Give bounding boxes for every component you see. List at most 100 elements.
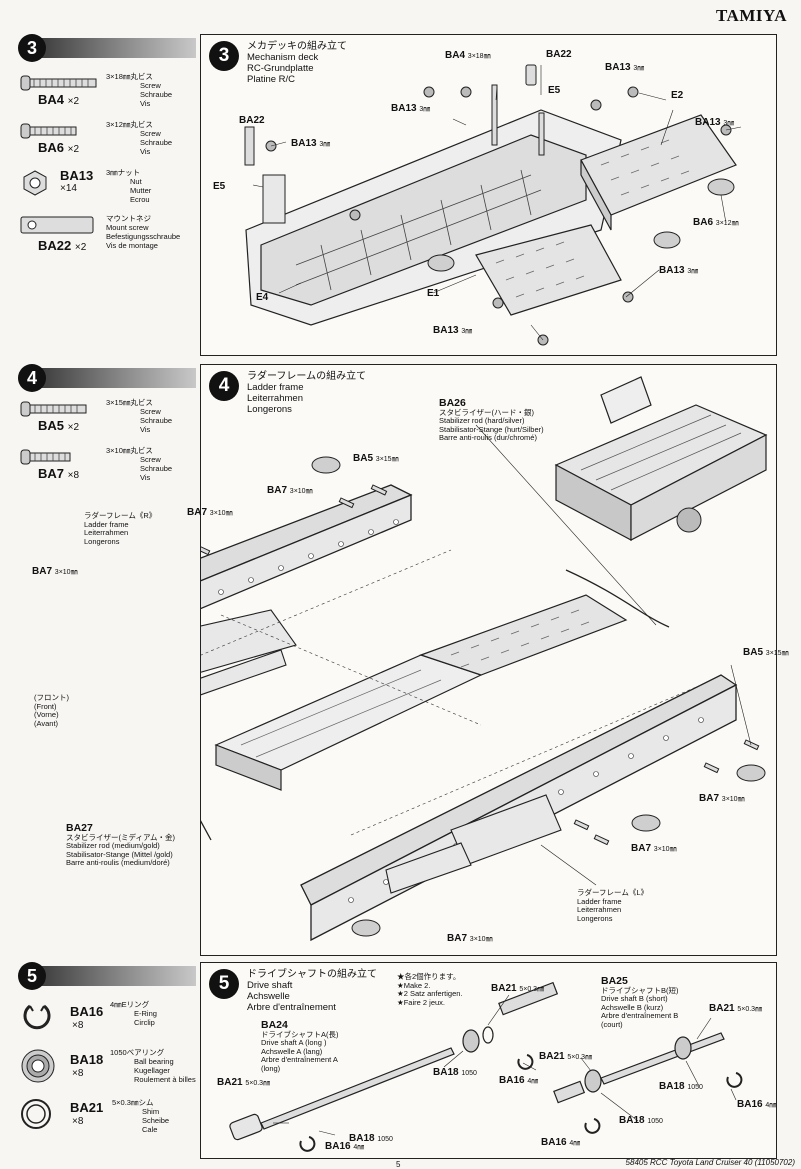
label-ba21-top: BA21 5×0.3㎜	[491, 983, 545, 994]
page-number: 5	[396, 1160, 401, 1169]
label-ba18-d: BA18 1050	[619, 1115, 663, 1126]
panel-title: ラダーフレームの組み立て Ladder frame Leiterrahmen L…	[247, 371, 367, 415]
label-ba13-lower-right: BA13 3㎜	[659, 265, 699, 276]
label-ba7-left: BA7 3×10㎜	[32, 566, 78, 577]
part-ba21: BA21 ×8 5×0.3㎜シム Shim Scheibe Cale	[18, 1096, 208, 1136]
label-ba7-top: BA7 3×10㎜	[267, 485, 313, 496]
step-number: 4	[209, 371, 239, 401]
label-e5-left: E5	[213, 181, 226, 192]
label-ba22-top: BA22	[546, 49, 572, 60]
label-ba7-bottom: BA7 3×10㎜	[447, 933, 493, 944]
sidebar-step-5: 5 BA16 ×8 4㎜Eリング E-Ring Circlip BA18 ×8 …	[18, 962, 198, 1134]
panel-step-3: 3 メカデッキの組み立て Mechanism deck RC-Grundplat…	[200, 34, 777, 356]
part-desc: 3×12㎜丸ビス Screw Schraube Vis	[106, 120, 173, 156]
label-ba22-left: BA22	[239, 115, 265, 126]
part-code: BA4 ×2	[38, 92, 80, 107]
label-ba16-a: BA16 4㎜	[499, 1075, 539, 1086]
step-3-header: 3	[18, 34, 198, 64]
label-ba18-a: BA18 1050	[433, 1067, 477, 1078]
part-code: BA16	[70, 1004, 104, 1019]
label-ba5-right: BA5 3×15㎜	[743, 647, 789, 658]
brand-logo: TAMIYA	[715, 6, 787, 25]
part-qty: ×8	[72, 1116, 84, 1127]
part-qty: ×8	[72, 1068, 84, 1079]
part-desc: 5×0.3㎜シム Shim Scheibe Cale	[112, 1098, 170, 1134]
part-ba4: BA4 ×2 3×18㎜丸ビス Screw Schraube Vis	[18, 70, 208, 110]
label-ba13-top-left: BA13 3㎜	[391, 103, 431, 114]
label-ba21-left: BA21 5×0.3㎜	[217, 1077, 271, 1088]
step-number: 3	[18, 34, 46, 62]
part-desc: 4㎜Eリング E-Ring Circlip	[110, 1000, 157, 1027]
part-desc: 3×18㎜丸ビス Screw Schraube Vis	[106, 72, 173, 108]
e-ring-icon	[23, 1004, 51, 1030]
part-desc: 3×15㎜丸ビス Screw Schraube Vis	[106, 398, 173, 434]
part-ba6: BA6 ×2 3×12㎜丸ビス Screw Schraube Vis	[18, 118, 208, 158]
step-number: 5	[209, 969, 239, 999]
callout-frame-l: ラダーフレーム《L》 Ladder frame Leiterrahmen Lon…	[577, 888, 648, 923]
part-ba7: BA7 ×8 3×10㎜丸ビス Screw Schraube Vis	[18, 444, 208, 484]
label-e4: E4	[256, 292, 269, 303]
step-5-header: 5	[18, 962, 198, 992]
label-ba21-right: BA21 5×0.3㎜	[709, 1003, 763, 1014]
label-ba7-mid: BA7 3×10㎜	[187, 507, 233, 518]
step-number: 5	[18, 962, 46, 990]
panel-step-5: 5 ドライブシャフトの組み立て Drive shaft Achswelle Ar…	[200, 962, 777, 1159]
screw-icon	[20, 401, 87, 417]
label-ba21-mid: BA21 5×0.3㎜	[539, 1051, 593, 1062]
sidebar-step-3: 3 BA4 ×2 3×18㎜丸ビス Screw Schraube Vis BA6…	[18, 34, 198, 253]
part-code: BA22 ×2	[38, 238, 87, 253]
label-ba7-right: BA7 3×10㎜	[699, 793, 745, 804]
panel-title: メカデッキの組み立て Mechanism deck RC-Grundplatte…	[247, 41, 347, 85]
part-ba22: BA22 ×2 マウントネジ Mount screw Befestigungss…	[18, 212, 208, 253]
footer-code: 58405 RCC Toyota Land Cruiser 40 (110507…	[625, 1158, 795, 1167]
part-desc: マウントネジ Mount screw Befestigungsschraube …	[106, 214, 181, 250]
label-ba13-left: BA13 3㎜	[291, 138, 331, 149]
part-code: BA13	[60, 168, 94, 183]
drive-shaft-drawing	[229, 981, 743, 1152]
step-4-header: 4	[18, 364, 198, 394]
step-number: 3	[209, 41, 239, 71]
part-qty: ×8	[72, 1020, 84, 1031]
screw-icon	[20, 75, 97, 91]
label-e1: E1	[427, 288, 440, 299]
panel-title: ドライブシャフトの組み立て Drive shaft Achswelle Arbr…	[247, 969, 377, 1013]
step-number: 4	[18, 364, 46, 392]
label-ba5-top: BA5 3×15㎜	[353, 453, 399, 464]
screw-icon	[20, 449, 71, 465]
nut-icon	[23, 170, 47, 196]
part-code: BA6 ×2	[38, 140, 80, 155]
callout-frame-r: ラダーフレーム《R》 Ladder frame Leiterrahmen Lon…	[84, 511, 157, 546]
label-e2: E2	[671, 90, 684, 101]
label-ba6: BA6 3×12㎜	[693, 217, 739, 228]
label-ba13-top-right: BA13 3㎜	[605, 62, 645, 73]
label-ba13-right: BA13 3㎜	[695, 117, 735, 128]
mechanism-deck-drawing	[244, 64, 742, 346]
part-desc: 3×10㎜丸ビス Screw Schraube Vis	[106, 446, 173, 482]
sidebar-step-4: 4 BA5 ×2 3×15㎜丸ビス Screw Schraube Vis BA7…	[18, 364, 198, 482]
label-ba18-b: BA18 1050	[659, 1081, 703, 1092]
part-ba5: BA5 ×2 3×15㎜丸ビス Screw Schraube Vis	[18, 396, 208, 436]
panel-step-4: 4 ラダーフレームの組み立て Ladder frame Leiterrahmen…	[187, 364, 789, 956]
ladder-frame-drawing	[201, 376, 768, 942]
part-code: BA7 ×8	[38, 466, 80, 481]
label-ba16-d: BA16 4㎜	[541, 1137, 581, 1148]
label-ba16-c: BA16 4㎜	[325, 1141, 365, 1152]
make-two-note: ★各2個作ります。 ★Make 2. ★2 Satz anfertigen. ★…	[397, 972, 463, 1007]
part-code: BA18	[70, 1052, 104, 1067]
label-ba13-bottom: BA13 3㎜	[433, 325, 473, 336]
shim-icon	[21, 1099, 51, 1129]
part-desc: 3㎜ナット Nut Mutter Ecrou	[106, 168, 152, 204]
label-e5-top: E5	[548, 85, 561, 96]
mount-screw-icon	[20, 216, 94, 234]
part-code: BA21	[70, 1100, 104, 1115]
step-bar	[36, 966, 196, 986]
part-ba16: BA16 ×8 4㎜Eリング E-Ring Circlip	[18, 998, 208, 1038]
label-ba4: BA4 3×18㎜	[445, 50, 491, 61]
part-code: BA5 ×2	[38, 418, 80, 433]
part-desc: 1050ベアリング Ball bearing Kugellager Roulem…	[110, 1048, 196, 1084]
label-ba16-b: BA16 4㎜	[737, 1099, 777, 1110]
step-bar	[36, 38, 196, 58]
callout-ba26: BA26 スタビライザー(ハード・銀) Stabilizer rod (hard…	[439, 397, 544, 442]
label-ba7-lower: BA7 3×10㎜	[631, 843, 677, 854]
callout-front: (フロント) (Front) (Vorne) (Avant)	[34, 693, 69, 728]
